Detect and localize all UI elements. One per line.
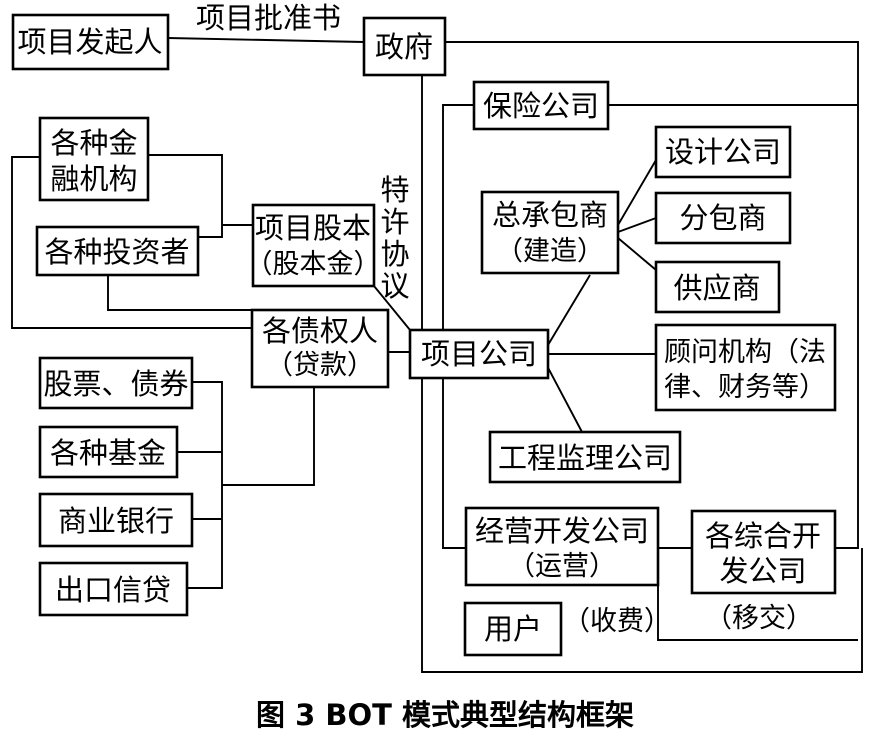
line-inner-left-lower xyxy=(442,375,466,549)
label-commercial-bank: 商业银行 xyxy=(58,504,174,538)
line-contractor-design xyxy=(617,159,657,226)
node-commercial-bank: 商业银行 xyxy=(38,492,194,548)
node-initiator: 项目发起人 xyxy=(11,13,170,71)
line-inner-left xyxy=(442,104,474,340)
label-stocks-bonds: 股票、债券 xyxy=(43,367,188,401)
label-project-company: 项目公司 xyxy=(421,337,537,371)
label-operation-line2: （运营） xyxy=(508,551,616,582)
label-franchise-4: 议 xyxy=(380,269,409,303)
label-transfer: （移交） xyxy=(705,603,813,634)
node-government: 政府 xyxy=(362,16,447,77)
line-contractor-sub xyxy=(617,217,657,233)
line-contractor-supplier xyxy=(617,237,657,271)
label-integrated-line2: 发公司 xyxy=(719,554,806,588)
line-project-contractor xyxy=(547,274,591,346)
label-supplier: 供应商 xyxy=(673,271,760,305)
line-transfer-bracket xyxy=(657,585,858,641)
node-integrated: 各综合开 发公司 xyxy=(690,509,837,595)
label-franchise-3: 协 xyxy=(380,237,409,271)
label-contractor-line1: 总承包商 xyxy=(492,198,608,232)
node-user: 用户 xyxy=(463,601,563,657)
node-design: 设计公司 xyxy=(654,125,792,179)
node-operation: 经营开发公司 （运营） xyxy=(464,506,660,587)
node-fin-institutions: 各种金 融机构 xyxy=(38,116,150,202)
node-subcontractor: 分包商 xyxy=(654,191,792,245)
label-franchise-2: 许 xyxy=(380,205,409,239)
label-equity-line1: 项目股本 xyxy=(255,211,371,245)
node-export-credit: 出口信贷 xyxy=(38,561,189,617)
line-fin-bracket xyxy=(148,154,223,238)
label-design: 设计公司 xyxy=(665,135,781,169)
node-contractor: 总承包商 （建造） xyxy=(480,190,620,275)
label-government: 政府 xyxy=(375,30,433,64)
line-franchise xyxy=(373,285,411,331)
node-equity: 项目股本 （股本金） xyxy=(246,203,381,288)
line-project-supervision xyxy=(544,361,583,433)
label-creditor-line2: （贷款） xyxy=(266,350,374,381)
node-stocks-bonds: 股票、债券 xyxy=(38,356,194,410)
line-creditor-down xyxy=(222,387,315,486)
label-approval: 项目批准书 xyxy=(196,1,341,35)
line-financing-bracket xyxy=(187,381,223,589)
label-charge: （收费） xyxy=(563,606,671,637)
node-insurance: 保险公司 xyxy=(472,80,610,131)
label-contractor-line2: （建造） xyxy=(496,236,604,267)
label-investors: 各种投资者 xyxy=(44,235,189,269)
line-government-right xyxy=(445,41,859,549)
node-funds: 各种基金 xyxy=(38,425,179,479)
label-fin-inst-line1: 各种金 xyxy=(50,126,137,160)
label-supervision: 工程监理公司 xyxy=(498,441,672,475)
node-consultant: 顾问机构（法 律、财务等） xyxy=(654,323,837,412)
label-fin-inst-line2: 融机构 xyxy=(50,162,137,196)
node-creditors: 各债权人 （贷款） xyxy=(250,308,390,389)
label-subcontractor: 分包商 xyxy=(679,201,766,235)
figure-caption: 图 3 BOT 模式典型结构框架 xyxy=(256,698,634,732)
label-funds: 各种基金 xyxy=(50,436,166,470)
label-franchise-1: 特 xyxy=(380,173,409,207)
label-creditor-line1: 各债权人 xyxy=(262,314,378,348)
line-investors-loop xyxy=(107,270,252,311)
node-supplier: 供应商 xyxy=(654,260,781,314)
label-operation-line1: 经营开发公司 xyxy=(475,514,649,548)
node-supervision: 工程监理公司 xyxy=(488,430,682,484)
label-equity-line2: （股本金） xyxy=(246,249,381,280)
label-initiator: 项目发起人 xyxy=(17,25,162,59)
label-consultant-line2: 律、财务等） xyxy=(664,372,826,403)
label-user: 用户 xyxy=(484,612,542,646)
line-initiator-government xyxy=(167,37,365,43)
line-left-loop xyxy=(11,156,252,329)
node-investors: 各种投资者 xyxy=(35,225,200,277)
label-insurance: 保险公司 xyxy=(483,89,599,123)
label-consultant-line1: 顾问机构（法 xyxy=(664,337,826,368)
node-project-company: 项目公司 xyxy=(408,328,550,380)
label-integrated-line1: 各综合开 xyxy=(705,519,821,553)
label-export-credit: 出口信贷 xyxy=(55,573,171,607)
